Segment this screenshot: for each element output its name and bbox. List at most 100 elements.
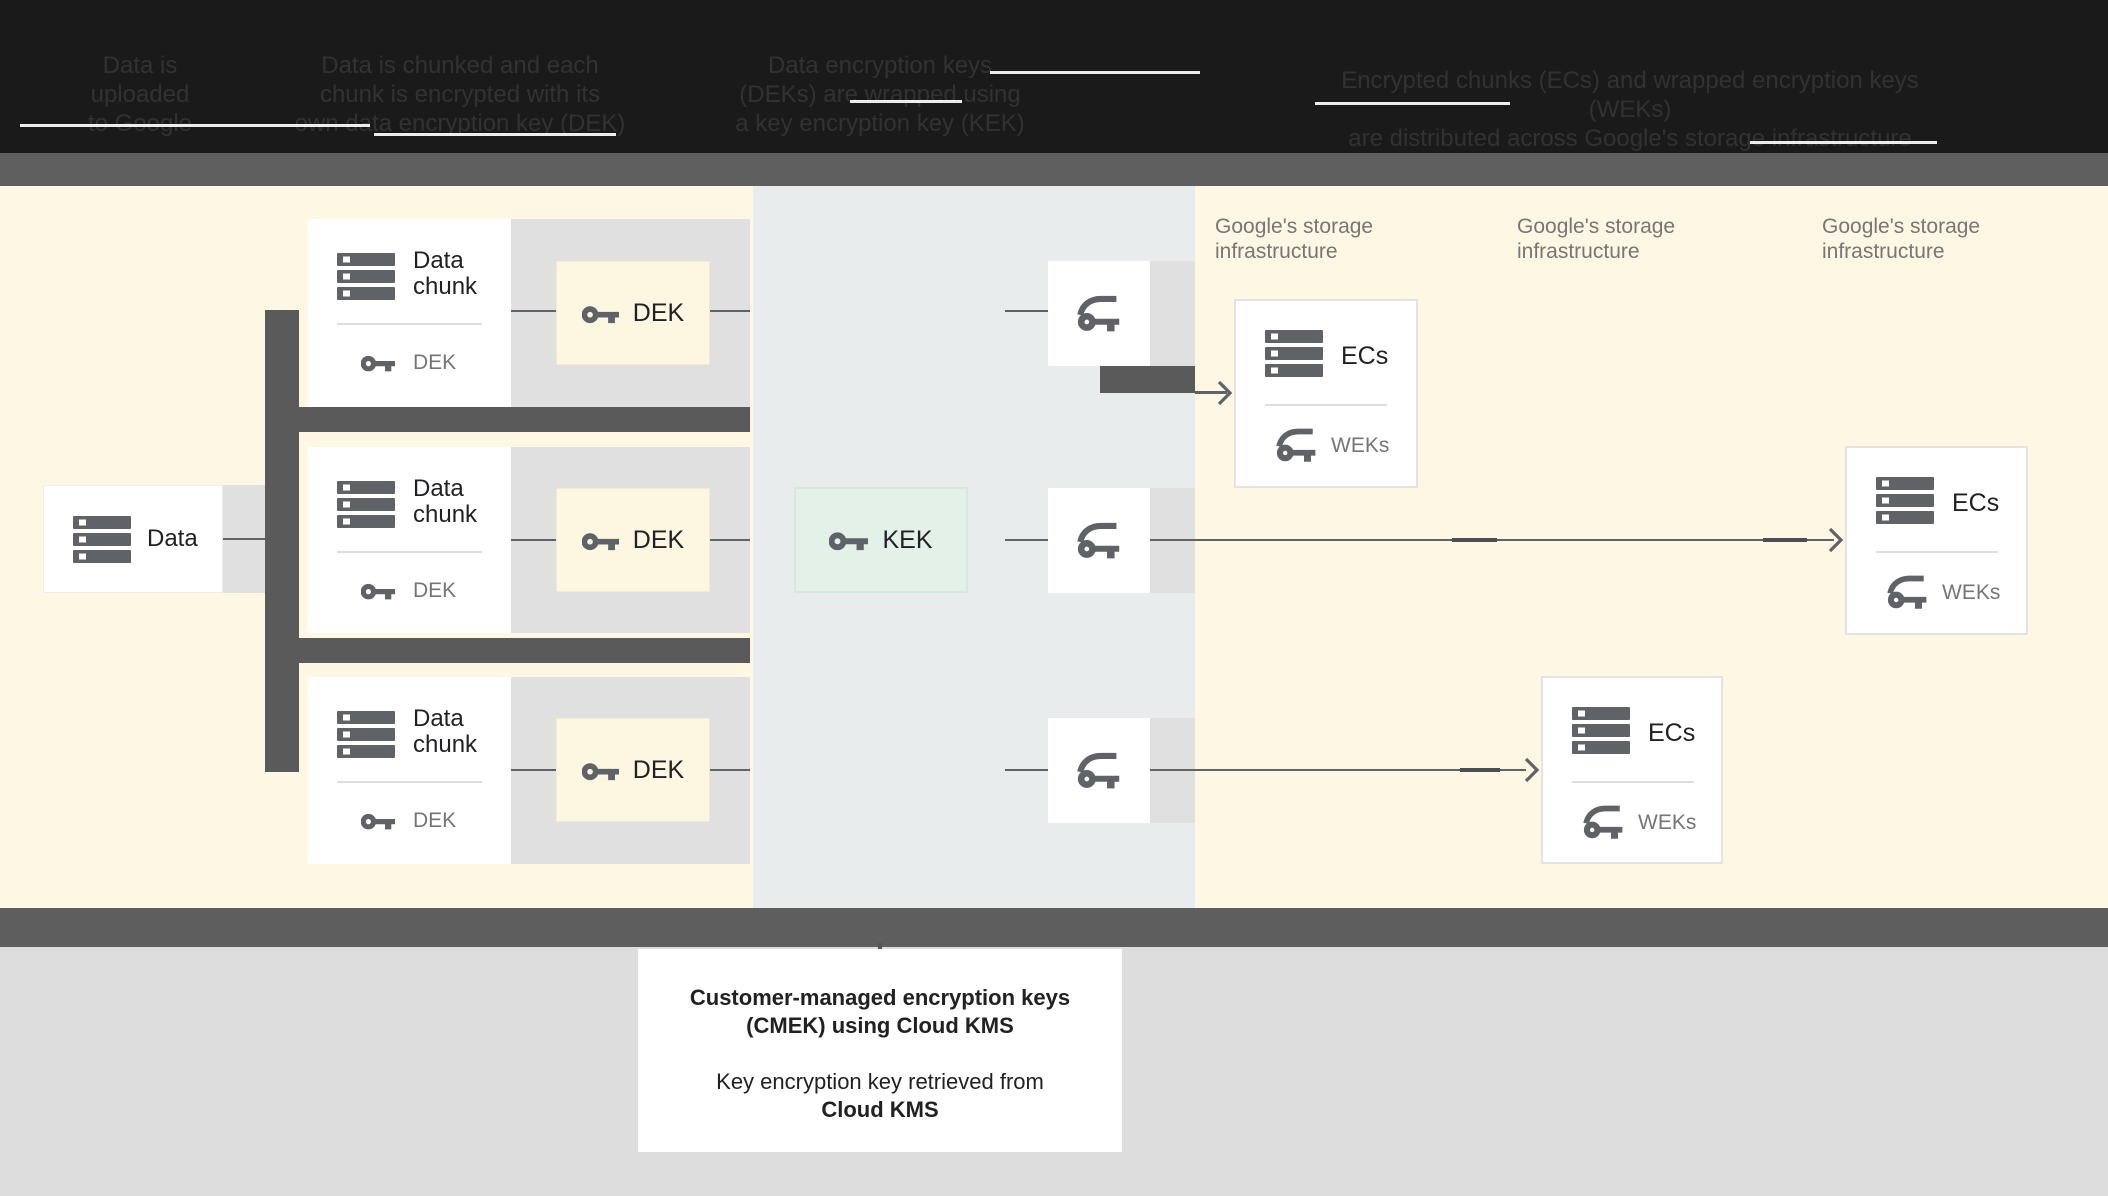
data-chunk-label: Data chunk (413, 706, 477, 758)
dek-out-line (710, 539, 750, 541)
wrapped-key-icon (1886, 575, 1930, 610)
weks-sub-label: WEKs (1638, 811, 1697, 834)
dek-box: DEK (556, 261, 710, 365)
key-icon (361, 810, 395, 831)
storage-infrastructure-label: Google's storage infrastructure (1215, 214, 1373, 264)
wrapped-key-box (1048, 718, 1150, 823)
wrapped-key-in-line (1005, 769, 1048, 771)
weks-sub-label: WEKs (1331, 434, 1390, 457)
wrapped-key-icon (1582, 805, 1626, 840)
header-step-1: Data is uploaded to Google (20, 51, 260, 138)
database-icon (1265, 330, 1323, 377)
header-artifact-line (990, 71, 1200, 74)
arrow-overlap-segment (1460, 768, 1500, 772)
data-chunk-label-line: chunk (413, 501, 478, 528)
caption-title-line: (CMEK) using Cloud KMS (746, 1013, 1014, 1038)
key-icon (829, 528, 868, 552)
database-icon (337, 711, 395, 758)
database-icon (337, 253, 395, 300)
data-chunk-label: Data chunk (413, 476, 477, 528)
database-icon (1876, 477, 1934, 524)
header-step-1-line: uploaded (90, 81, 190, 108)
dek-box: DEK (556, 718, 710, 822)
card-divider (1876, 551, 1998, 553)
database-icon (73, 516, 131, 563)
ec-box: ECs WEKs (1234, 299, 1418, 488)
data-chunk-label-line: chunk (413, 273, 478, 300)
dek-box-label: DEK (632, 298, 685, 327)
header-step-3-line: a key encryption key (KEK) (735, 110, 1025, 137)
arrow-line-ec3 (1150, 769, 1526, 771)
header-step-2-line: chunk is encrypted with its (319, 81, 601, 108)
storage-label-line: Google's storage (1215, 215, 1374, 238)
wrapped-key-in-line (1005, 310, 1048, 312)
header-step-1-line: Data is (102, 52, 178, 79)
arrow-right-icon (1827, 526, 1844, 554)
arrow-right-icon (1216, 379, 1233, 407)
key-icon (361, 580, 395, 601)
header-step-4-line: are distributed across Google's storage … (1348, 125, 1912, 152)
caption-subtitle-line: Key encryption key retrieved from (716, 1069, 1044, 1094)
storage-label-line: Google's storage (1517, 215, 1676, 238)
wrapped-key-box (1048, 488, 1150, 593)
wrapped-key-icon (1275, 428, 1319, 463)
header-step-4-line: Encrypted chunks (ECs) and wrapped encry… (1341, 67, 1919, 123)
data-box: Data (43, 485, 223, 593)
arrow-overlap-segment (1452, 538, 1497, 542)
header-artifact-line (20, 124, 370, 127)
chunk-trunk-connector (265, 310, 299, 772)
caption-box: Customer-managed encryption keys (CMEK) … (638, 949, 1122, 1152)
wrapped-key-in-line (1005, 539, 1048, 541)
data-chunk-label: Data chunk (413, 248, 477, 300)
database-icon (1572, 707, 1630, 754)
header-step-3: Data encryption keys (DEKs) are wrapped … (700, 51, 1060, 138)
bottom-divider-band (0, 908, 2108, 947)
ec-box-label: ECs (1341, 342, 1389, 370)
wrapped-key-icon (1076, 295, 1123, 333)
data-to-trunk-line (223, 538, 265, 540)
dek-sub-label: DEK (413, 809, 457, 832)
storage-label-line: infrastructure (1822, 240, 1945, 263)
wrapped-key-strip (1150, 261, 1195, 366)
header-step-2: Data is chunked and each chunk is encryp… (280, 51, 640, 138)
header-artifact-line (850, 100, 962, 103)
key-icon (582, 759, 619, 782)
storage-label-line: infrastructure (1517, 240, 1640, 263)
storage-label-line: Google's storage (1822, 215, 1981, 238)
dek-out-line (710, 310, 750, 312)
card-divider (337, 323, 482, 325)
caption-title-line: Customer-managed encryption keys (689, 985, 1071, 1010)
ec-box: ECs WEKs (1845, 446, 2028, 635)
header-step-1-line: to Google (20, 109, 260, 138)
dek-box-label: DEK (632, 755, 685, 784)
card-divider (337, 781, 482, 783)
wrapped-key-icon (1076, 522, 1123, 560)
chunk-to-dek-line (511, 769, 556, 771)
chunk-to-dek-line (511, 539, 556, 541)
database-icon (337, 481, 395, 528)
arrow-overlap-segment (1763, 538, 1807, 542)
top-divider-band (0, 153, 2108, 186)
dek-box: DEK (556, 488, 710, 592)
storage-infrastructure-label: Google's storage infrastructure (1517, 214, 1675, 264)
header-step-4: Encrypted chunks (ECs) and wrapped encry… (1300, 66, 1960, 153)
dek-box-label: DEK (632, 525, 685, 554)
data-chunk-box: Data chunk DEK (308, 219, 511, 407)
data-chunk-label-line: Data (413, 705, 464, 732)
chunk-gap-bar (299, 638, 750, 663)
arrow-right-icon (1523, 756, 1540, 784)
dek-sub-label: DEK (413, 351, 457, 374)
dek-sub-label: DEK (413, 579, 457, 602)
card-divider (1572, 781, 1694, 783)
ec-box-label: ECs (1648, 719, 1696, 747)
weks-sub-label: WEKs (1942, 581, 2001, 604)
chunk-to-dek-line (511, 310, 556, 312)
key-icon (582, 302, 619, 325)
header-artifact-line (374, 133, 616, 136)
caption-connector-tick (878, 943, 882, 953)
data-chunk-box: Data chunk DEK (308, 677, 511, 864)
data-chunk-box: Data chunk DEK (308, 447, 511, 633)
wek-flow-bar (1100, 366, 1195, 393)
data-box-label: Data (147, 525, 198, 552)
